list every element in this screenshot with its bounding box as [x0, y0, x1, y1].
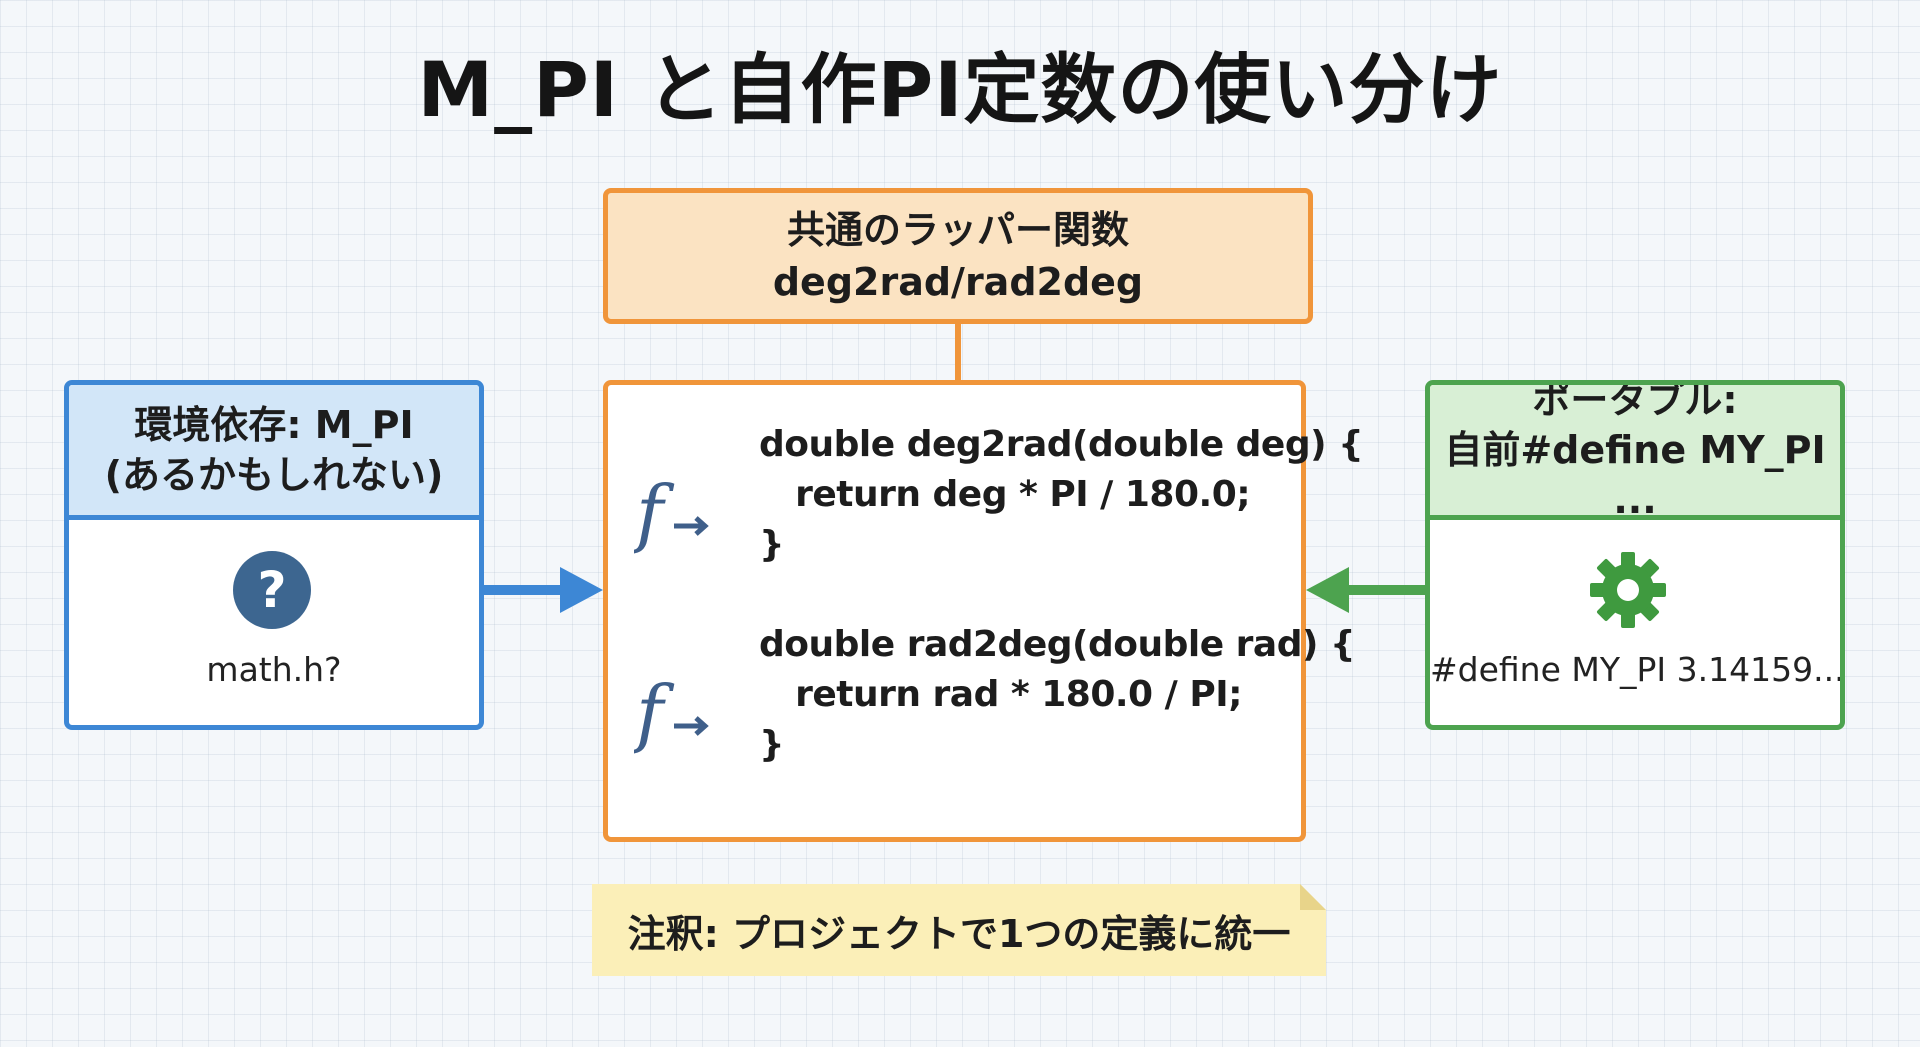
portable-body: #define MY_PI 3.14159...: [1430, 520, 1840, 725]
define-caption: #define MY_PI 3.14159...: [1430, 650, 1845, 689]
arrow-right-icon: [484, 567, 603, 613]
environment-dependent-panel: 環境依存: M_PI (あるかもしれない) ? math.h?: [64, 380, 484, 730]
note-corner-fold: [1300, 884, 1326, 910]
code-box: f double deg2rad(double deg) { return de…: [603, 380, 1364, 842]
portable-title: ポータブル:: [1532, 380, 1738, 422]
question-icon: ?: [233, 551, 311, 629]
svg-text:f: f: [634, 670, 675, 756]
environment-dependent-title: 環境依存: M_PI: [134, 403, 414, 447]
arrow-left-icon: [1306, 567, 1425, 613]
deg2rad-code: double deg2rad(double deg) { return deg …: [759, 424, 1364, 565]
portable-header: ポータブル: 自前#define MY_PI ...: [1430, 385, 1840, 522]
gear-icon: [1590, 552, 1666, 628]
environment-dependent-body: ? math.h?: [69, 520, 479, 725]
environment-dependent-subtitle: (あるかもしれない): [104, 453, 444, 497]
function-icon: f: [634, 470, 709, 556]
math-header-caption: math.h?: [206, 650, 342, 689]
svg-text:f: f: [634, 470, 675, 556]
note-text: 注釈: プロジェクトで1つの定義に統一: [627, 911, 1291, 956]
svg-text:?: ?: [257, 561, 286, 619]
page-title: M_PI と自作PI定数の使い分け: [417, 45, 1503, 134]
environment-dependent-header: 環境依存: M_PI (あるかもしれない): [69, 385, 479, 520]
wrapper-title: 共通のラッパー関数: [786, 208, 1129, 252]
portable-panel: ポータブル: 自前#define MY_PI ... #define MY_PI…: [1425, 380, 1845, 730]
wrapper-connector-line: [955, 324, 961, 380]
rad2deg-code: double rad2deg(double rad) { return rad …: [759, 624, 1356, 765]
function-icon: f: [634, 670, 709, 756]
note-box: 注釈: プロジェクトで1つの定義に統一: [592, 884, 1326, 976]
wrapper-function-names: deg2rad/rad2deg: [772, 260, 1144, 304]
wrapper-functions-box: 共通のラッパー関数 deg2rad/rad2deg: [603, 188, 1313, 324]
portable-subtitle: 自前#define MY_PI ...: [1444, 428, 1826, 522]
